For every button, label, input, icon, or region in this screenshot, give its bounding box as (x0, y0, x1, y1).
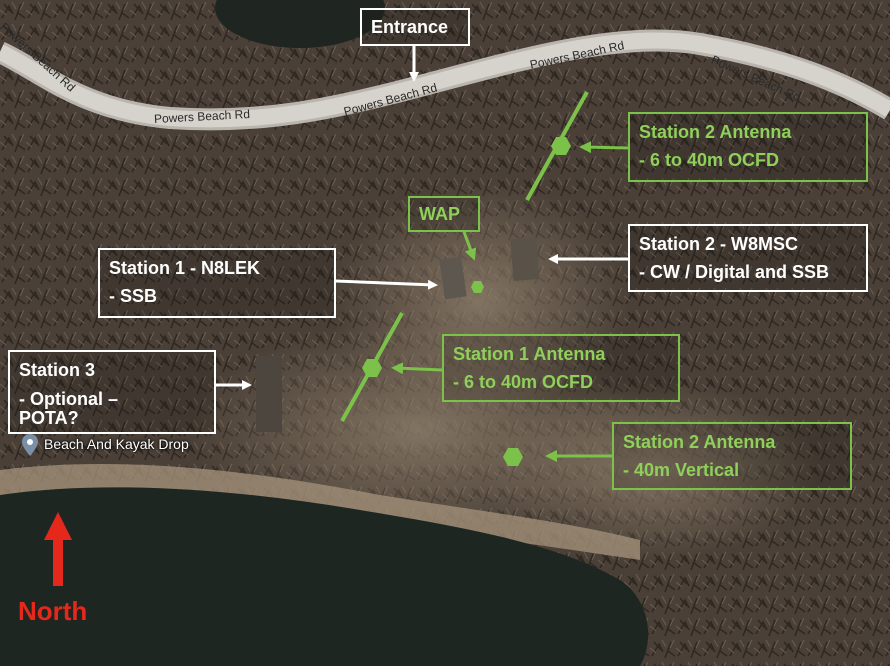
station2-antenna-vertical-callout[interactable]: Station 2 Antenna - 40m Vertical (612, 422, 852, 490)
station1-antenna-ocfd-callout[interactable]: Station 1 Antenna - 6 to 40m OCFD (442, 334, 680, 402)
wap-label: WAP (419, 204, 461, 224)
station2-modes: - CW / Digital and SSB (639, 262, 830, 282)
station3-building (256, 356, 282, 432)
station3-pota: POTA? (19, 408, 79, 428)
station1-antenna-ocfd-type: - 6 to 40m OCFD (453, 372, 594, 392)
station2-callout[interactable]: Station 2 - W8MSC - CW / Digital and SSB (628, 224, 868, 292)
map-pin-icon[interactable] (22, 434, 38, 458)
station2-antenna-ocfd-callout[interactable]: Station 2 Antenna - 6 to 40m OCFD (628, 112, 868, 182)
station2-antenna-vertical-title: Station 2 Antenna (623, 432, 776, 452)
station2-antenna-ocfd-title: Station 2 Antenna (639, 122, 792, 142)
station1-mode: - SSB (109, 286, 158, 306)
station2-antenna-vertical-type: - 40m Vertical (623, 460, 740, 480)
entrance-callout[interactable]: Entrance (360, 8, 470, 46)
station1-title: Station 1 - N8LEK (109, 258, 261, 278)
station1-antenna-ocfd-title: Station 1 Antenna (453, 344, 606, 364)
station3-callout[interactable]: Station 3 - Optional – POTA? (8, 350, 216, 434)
station2-antenna-ocfd-type: - 6 to 40m OCFD (639, 150, 780, 170)
station2-title: Station 2 - W8MSC (639, 234, 799, 254)
station1-building (439, 256, 467, 300)
station1-callout[interactable]: Station 1 - N8LEK - SSB (98, 248, 336, 318)
station3-title: Station 3 (19, 360, 96, 380)
poi-label[interactable]: Beach And Kayak Drop (44, 436, 189, 452)
station2-building (510, 237, 540, 281)
wap-callout[interactable]: WAP (408, 196, 480, 232)
entrance-label: Entrance (371, 17, 449, 37)
station3-optional: - Optional – (19, 389, 118, 409)
north-label: North (18, 596, 88, 626)
